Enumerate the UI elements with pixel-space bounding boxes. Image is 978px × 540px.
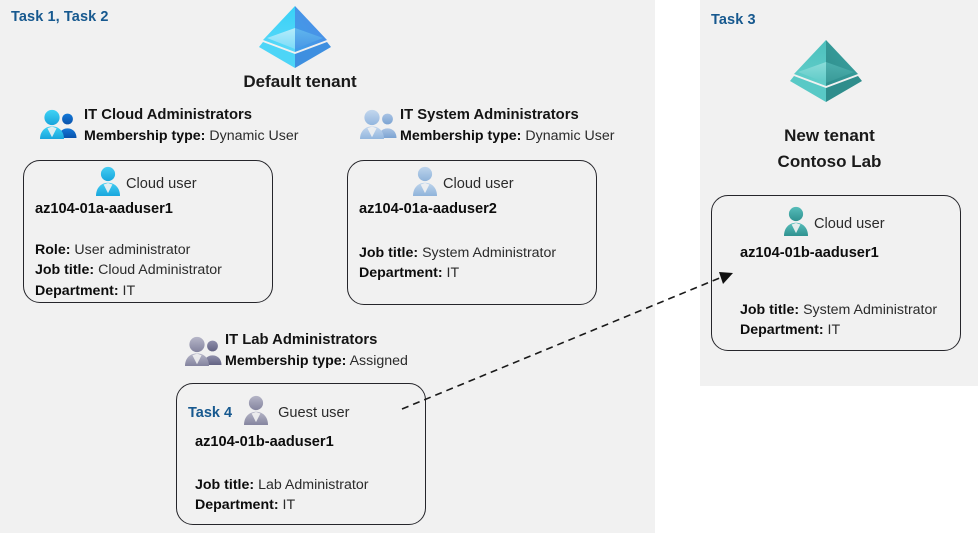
group-title-lab-admins: IT Lab Administrators [225, 332, 378, 348]
card-kind-1: Cloud user [126, 175, 197, 192]
task-label-4: Task 4 [188, 404, 233, 421]
new-tenant-name-line2: Contoso Lab [777, 152, 882, 171]
card-prop-department-label-3: Department: [195, 497, 279, 514]
group-block-lab-admins: IT Lab Administrators Membership type: A… [225, 330, 408, 371]
card-prop-department-value-2: IT [446, 265, 460, 282]
card-prop-jobtitle-3: Job title: Lab Administrator [195, 475, 368, 495]
card-prop-department-3: Department: IT [195, 495, 368, 515]
card-upn-az104-01b-aaduser1: az104-01b-aaduser1 [740, 245, 879, 261]
guest-user-icon [243, 394, 269, 431]
card-upn-az104-01a-aaduser1: az104-01a-aaduser1 [35, 201, 173, 217]
group-membership-cloud-admins: Membership type: Dynamic User [84, 126, 298, 146]
card-upn-guest-az104-01b-aaduser1: az104-01b-aaduser1 [195, 434, 334, 450]
card-prop-department-label: Department: [35, 282, 119, 299]
card-prop-department-value-3: IT [282, 497, 296, 514]
card-prop-department-2: Department: IT [359, 263, 556, 283]
card-head-guest-az104-01b-aaduser1: Task 4 Guest user [188, 394, 349, 431]
card-props-az104-01a-aaduser1: Role: User administrator Job title: Clou… [35, 240, 222, 301]
card-prop-jobtitle-value-2: System Administrator [422, 245, 557, 261]
card-kind-4: Cloud user [814, 215, 885, 232]
user-card-az104-01a-aaduser1[interactable] [23, 160, 273, 303]
card-kind-2: Cloud user [443, 175, 514, 192]
card-prop-role-value: User administrator [74, 242, 191, 258]
card-prop-jobtitle-2: Job title: System Administrator [359, 243, 556, 263]
cloud-user-icon-2 [412, 165, 438, 202]
card-upn-az104-01a-aaduser2: az104-01a-aaduser2 [359, 201, 497, 217]
card-prop-jobtitle-value-4: System Administrator [803, 302, 938, 318]
azure-ad-tenant-icon-new [788, 36, 866, 109]
card-prop-department-label-2: Department: [359, 265, 443, 282]
group-users-icon-cloud-admins [38, 106, 80, 151]
membership-type-value-3: Assigned [349, 353, 408, 369]
task-label-3: Task 3 [711, 12, 756, 28]
card-prop-department-label-4: Department: [740, 322, 824, 339]
cloud-user-icon-4 [783, 205, 809, 242]
card-prop-jobtitle-4: Job title: System Administrator [740, 300, 937, 320]
card-prop-department-value: IT [122, 282, 136, 299]
card-prop-department-value-4: IT [827, 322, 841, 339]
card-prop-jobtitle-label-2: Job title: [359, 245, 419, 261]
group-membership-lab-admins: Membership type: Assigned [225, 351, 408, 371]
card-props-az104-01a-aaduser2: Job title: System Administrator Departme… [359, 243, 556, 284]
default-tenant-name: Default tenant [243, 72, 357, 91]
user-card-guest-az104-01b-aaduser1[interactable] [176, 383, 426, 525]
new-tenant-name-line1: New tenant [784, 126, 875, 145]
group-title-system-admins: IT System Administrators [400, 107, 579, 123]
card-head-az104-01b-aaduser1: Cloud user [783, 205, 885, 242]
card-prop-role: Role: User administrator [35, 240, 222, 260]
cloud-user-icon-1 [95, 165, 121, 202]
membership-type-value-2: Dynamic User [525, 128, 615, 144]
group-title-cloud-admins: IT Cloud Administrators [84, 107, 252, 123]
card-prop-jobtitle: Job title: Cloud Administrator [35, 260, 222, 280]
membership-type-value: Dynamic User [209, 128, 299, 144]
card-kind-3: Guest user [278, 404, 350, 421]
user-card-az104-01b-aaduser1[interactable] [711, 195, 961, 351]
azure-ad-tenant-icon-default [257, 2, 335, 75]
group-block-cloud-admins: IT Cloud Administrators Membership type:… [84, 105, 298, 146]
card-head-az104-01a-aaduser2: Cloud user [412, 165, 514, 202]
task-label-1-2: Task 1, Task 2 [11, 9, 109, 25]
group-block-system-admins: IT System Administrators Membership type… [400, 105, 614, 146]
card-prop-jobtitle-value-3: Lab Administrator [258, 477, 369, 493]
card-prop-jobtitle-label-4: Job title: [740, 302, 800, 318]
membership-type-label-2: Membership type: [400, 128, 522, 144]
card-props-guest-az104-01b-aaduser1: Job title: Lab Administrator Department:… [195, 475, 368, 516]
card-prop-department: Department: IT [35, 281, 222, 301]
group-users-icon-lab-admins [183, 333, 225, 378]
card-head-az104-01a-aaduser1: Cloud user [95, 165, 197, 202]
card-prop-jobtitle-label-3: Job title: [195, 477, 255, 493]
membership-type-label: Membership type: [84, 128, 206, 144]
card-prop-role-label: Role: [35, 242, 71, 258]
card-prop-jobtitle-value: Cloud Administrator [98, 262, 222, 279]
card-prop-jobtitle-label: Job title: [35, 262, 95, 279]
membership-type-label-3: Membership type: [225, 353, 347, 369]
group-users-icon-system-admins [358, 106, 400, 151]
group-membership-system-admins: Membership type: Dynamic User [400, 126, 614, 146]
card-props-az104-01b-aaduser1: Job title: System Administrator Departme… [740, 300, 937, 341]
card-prop-department-4: Department: IT [740, 320, 937, 340]
